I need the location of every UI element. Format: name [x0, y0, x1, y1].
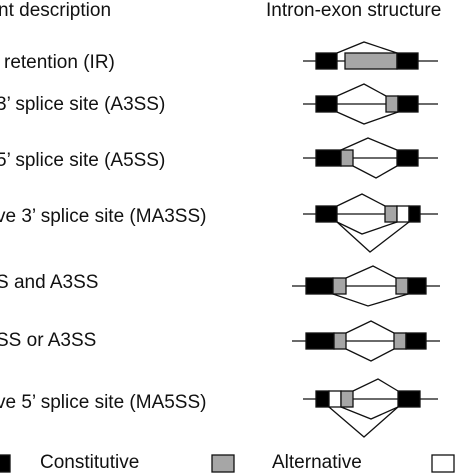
alternative-exon — [384, 205, 398, 223]
row-label-a5ss-and-a3ss: S and A3SS — [0, 272, 99, 293]
alternative-exon — [340, 390, 354, 408]
constitutive-exon — [315, 149, 342, 167]
row-label-a3ss: 3’ splice site (A3SS) — [0, 94, 166, 115]
row-label-ma3ss: ve 3’ splice site (MA3SS) — [0, 206, 207, 227]
constitutive-exon — [315, 95, 338, 113]
splice-junction — [352, 165, 398, 179]
splice-junction — [336, 41, 398, 54]
splice-junction — [332, 293, 409, 307]
legend-swatch-alternative — [211, 454, 235, 473]
splice-junction — [328, 406, 399, 438]
legend-swatch-constitutive — [0, 454, 11, 473]
novel-exon — [396, 205, 410, 223]
alternative-exon — [332, 277, 347, 295]
splice-junction — [345, 320, 395, 334]
splice-junction — [340, 137, 398, 151]
alternative-exon — [393, 332, 407, 350]
splice-junction — [336, 83, 387, 97]
row-label-a5ss-or-a3ss: SS or A3SS — [0, 330, 97, 351]
constitutive-exon — [396, 52, 419, 70]
row-label-ma5ss: ve 5’ splice site (MA5SS) — [0, 392, 207, 413]
constitutive-exon — [305, 277, 334, 295]
constitutive-exon — [397, 95, 419, 113]
novel-exon — [328, 390, 342, 408]
splice-junction — [336, 221, 398, 235]
splice-junction — [336, 221, 410, 253]
alternative-exon — [395, 277, 409, 295]
column-header-structure: Intron-exon structure — [266, 0, 442, 21]
splice-junction — [336, 111, 399, 125]
legend-swatch-novel — [431, 454, 455, 473]
constitutive-exon — [397, 390, 421, 408]
splice-junction — [336, 193, 386, 207]
constitutive-exon — [407, 277, 427, 295]
splice-junction — [345, 265, 397, 279]
splice-junction — [345, 348, 395, 362]
constitutive-exon — [396, 149, 419, 167]
constitutive-exon — [315, 205, 338, 223]
constitutive-exon — [405, 332, 427, 350]
row-label-ir: retention (IR) — [4, 52, 115, 73]
legend-label-constitutive: Constitutive — [40, 452, 140, 473]
alternative-exon — [333, 332, 347, 350]
constitutive-exon — [315, 52, 338, 70]
column-header-description: nt description — [0, 0, 112, 21]
constitutive-exon — [408, 205, 421, 223]
alternative-exon — [385, 95, 399, 113]
row-label-a5ss: 5’ splice site (A5SS) — [0, 150, 166, 171]
constitutive-exon — [315, 390, 330, 408]
legend-label-alternative: Alternative — [272, 452, 362, 473]
constitutive-exon — [305, 332, 335, 350]
alternative-exon — [344, 52, 398, 70]
splice-junction — [340, 406, 399, 420]
splice-junction — [352, 378, 399, 392]
alternative-exon — [340, 149, 354, 167]
